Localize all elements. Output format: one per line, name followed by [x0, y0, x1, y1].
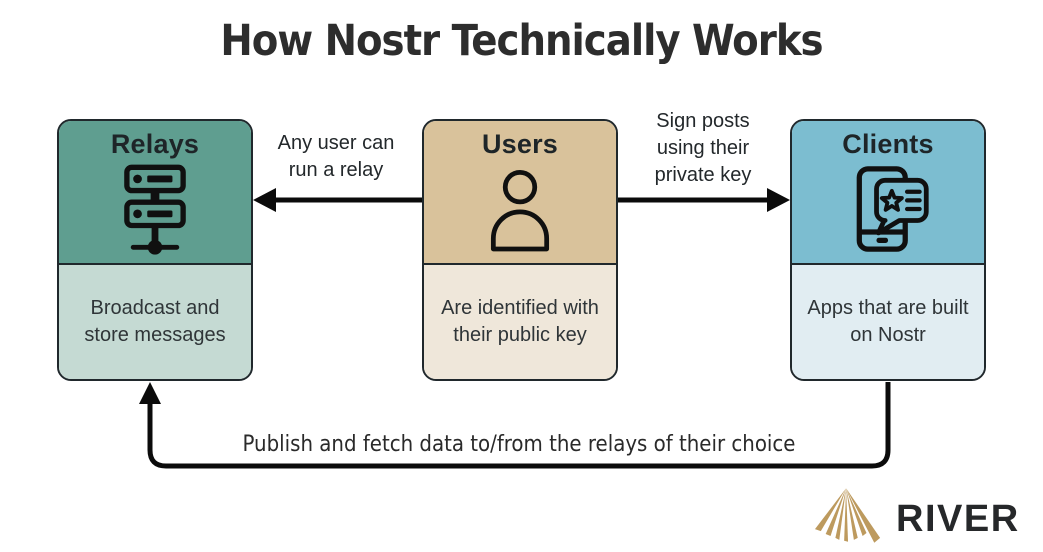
- card-users-description: Are identified with their public key: [424, 265, 616, 379]
- arrow-users-to-clients: [618, 188, 790, 212]
- page-title: How Nostr Technically Works: [220, 16, 823, 66]
- card-clients: Clients Apps that are built on Nostr: [790, 119, 986, 381]
- card-relays-title: Relays: [110, 129, 200, 159]
- card-clients-header: Clients: [792, 121, 984, 265]
- card-users-header: Users: [424, 121, 616, 265]
- arrow-label-run-a-relay: Any user can run a relay: [277, 132, 395, 181]
- card-relays-description: Broadcast and store messages: [59, 265, 251, 379]
- phone-chat-icon: [844, 160, 932, 263]
- river-wordmark: RIVER: [896, 497, 1020, 540]
- arrow-label-publish-fetch: Publish and fetch data to/from the relay…: [242, 432, 796, 457]
- server-icon: [123, 160, 187, 263]
- arrow-users-to-relays: [253, 188, 422, 212]
- card-users: Users Are identified with their public k…: [422, 119, 618, 381]
- card-clients-title: Clients: [842, 129, 934, 159]
- card-clients-description: Apps that are built on Nostr: [792, 265, 984, 379]
- card-relays: Relays Broadcast and store messages: [57, 119, 253, 381]
- river-rays-icon: [814, 486, 884, 552]
- river-logo: RIVER: [814, 486, 1020, 552]
- arrow-label-sign-posts: Sign posts using their private key: [654, 110, 752, 186]
- card-users-title: Users: [481, 129, 559, 159]
- card-relays-header: Relays: [59, 121, 251, 265]
- person-icon: [480, 160, 560, 263]
